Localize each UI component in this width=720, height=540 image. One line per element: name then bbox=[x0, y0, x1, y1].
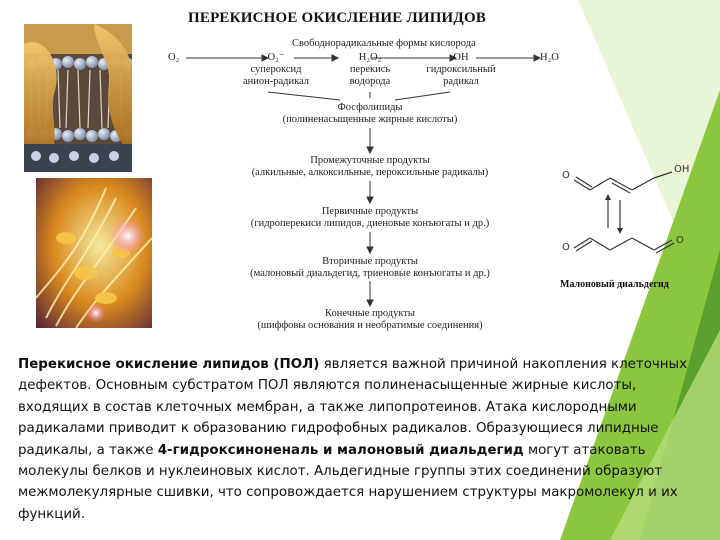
chem-caption: Малоновый диальдегид bbox=[560, 279, 669, 290]
chem-o-label: O bbox=[562, 242, 570, 253]
stage-title: Конечные продукты bbox=[324, 308, 415, 319]
species-name: гидроксильный bbox=[426, 64, 496, 75]
species-name: перекись bbox=[349, 64, 391, 75]
slide-title: ПЕРЕКИСНОЕ ОКИСЛЕНИЕ ЛИПИДОВ bbox=[188, 10, 487, 26]
species-formula: H₂O₂ bbox=[358, 52, 382, 63]
o2-label: O₂ bbox=[168, 52, 180, 63]
stage-secondary: Вторичные продукты (малоновый диальдегид… bbox=[230, 256, 510, 280]
species-hydroxyl: OH гидроксильный радикал bbox=[416, 52, 506, 88]
stage-detail: (алкильные, алкоксильные, пероксильные р… bbox=[251, 167, 489, 178]
body-paragraph: Перекисное окисление липидов (ПОЛ) являе… bbox=[18, 354, 704, 525]
species-formula: OH bbox=[453, 52, 469, 63]
stage-detail: (гидроперекиси липидов, диеновые конъюга… bbox=[250, 218, 490, 229]
stage-title: Первичные продукты bbox=[321, 206, 419, 217]
stage-phospholipids: Фосфолипиды (полиненасыщенные жирные кис… bbox=[270, 102, 470, 126]
stage-title: Фосфолипиды bbox=[337, 102, 403, 113]
cell-illustration bbox=[36, 178, 152, 328]
stage-intermediate: Промежуточные продукты (алкильные, алкок… bbox=[230, 155, 510, 179]
stage-final: Конечные продукты (шиффовы основания и н… bbox=[230, 308, 510, 332]
paragraph-text: является важной причиной накопления клет… bbox=[18, 357, 688, 458]
paragraph-bold-term: 4-гидроксиноненаль и малоновый диальдеги… bbox=[157, 442, 524, 458]
species-peroxide: H₂O₂ перекись водорода bbox=[332, 52, 408, 88]
species-superoxide: O₂⁻ супероксид анион-радикал bbox=[236, 52, 316, 88]
stage-detail: (полиненасыщенные жирные кислоты) bbox=[282, 114, 458, 125]
malondialdehyde-structures: O OH O O bbox=[562, 164, 689, 254]
membrane-illustration bbox=[24, 24, 132, 172]
stage-detail: (шиффовы основания и необратимые соедине… bbox=[257, 320, 483, 331]
stage-title: Промежуточные продукты bbox=[310, 155, 430, 166]
chem-o-label: O bbox=[676, 235, 684, 246]
species-name: водорода bbox=[349, 76, 391, 87]
diagram-header: Свободнорадикальные формы кислорода bbox=[292, 38, 476, 49]
stage-primary: Первичные продукты (гидроперекиси липидо… bbox=[230, 206, 510, 230]
species-name: анион-радикал bbox=[242, 76, 310, 87]
species-name: супероксид bbox=[250, 64, 302, 75]
paragraph-lead: Перекисное окисление липидов (ПОЛ) bbox=[18, 357, 320, 372]
chem-oh-label: OH bbox=[674, 164, 689, 175]
chem-o-label: O bbox=[562, 170, 570, 181]
stage-title: Вторичные продукты bbox=[322, 256, 418, 267]
stage-detail: (малоновый диальдегид, триеновые конъюга… bbox=[250, 268, 490, 279]
paragraph-text: могут атаковать молекулы белков и нуклеи… bbox=[18, 442, 678, 522]
h2o-label: H₂O bbox=[540, 52, 559, 63]
species-formula: O₂⁻ bbox=[267, 52, 285, 63]
species-name: радикал bbox=[443, 76, 479, 87]
